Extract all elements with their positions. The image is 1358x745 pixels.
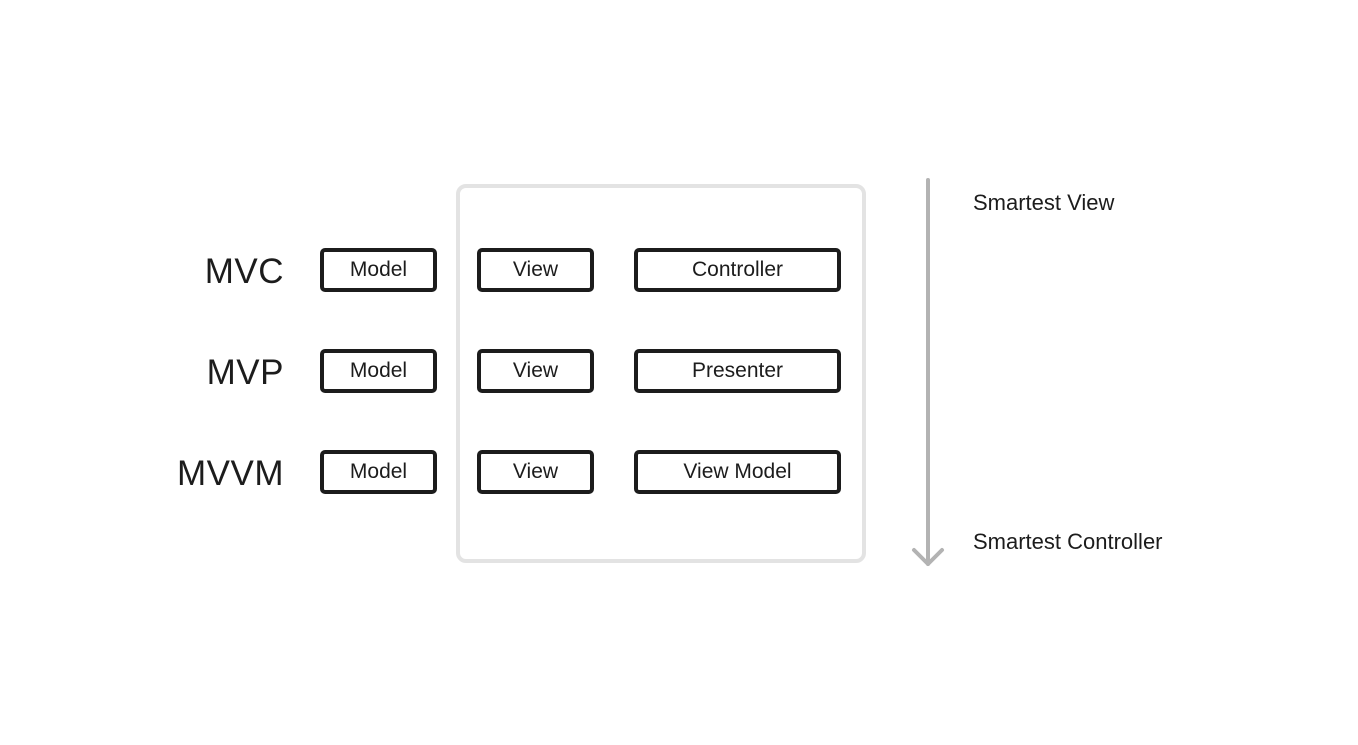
view-box: View <box>477 248 594 292</box>
pattern-label-mvc: MVC <box>204 252 284 291</box>
down-arrow-icon <box>912 178 944 566</box>
view-box: View <box>477 349 594 393</box>
model-box: Model <box>320 248 437 292</box>
smartest-view-label: Smartest View <box>973 190 1115 215</box>
presenter-box: Presenter <box>634 349 841 393</box>
controller-box: Controller <box>634 248 841 292</box>
pattern-label-mvvm: MVVM <box>177 454 284 493</box>
model-box: Model <box>320 349 437 393</box>
smartest-controller-label: Smartest Controller <box>973 529 1163 554</box>
view-box: View <box>477 450 594 494</box>
model-box: Model <box>320 450 437 494</box>
view-group-frame <box>456 184 866 563</box>
pattern-label-mvp: MVP <box>206 353 284 392</box>
arrow-head <box>912 548 944 566</box>
view-model-box: View Model <box>634 450 841 494</box>
